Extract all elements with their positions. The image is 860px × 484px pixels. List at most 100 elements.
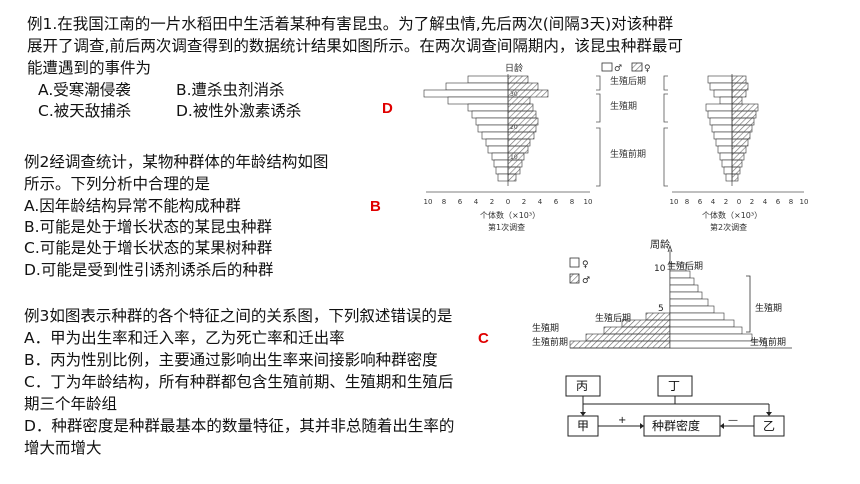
fig1-s1-bar-left [497,173,509,182]
fig1-s1-bar-right [507,75,529,84]
fig1-x-tick-left: 10 [584,198,593,206]
fig1-s2-bar-left [719,96,733,105]
fig1-x-tick-left: 10 [424,198,433,206]
q3-line-2: A．甲为出生率和迁入率，乙为死亡率和迁出率 [24,329,345,347]
fig1-s2-bar-left [709,117,733,126]
q3-line-7: 增大而增大 [24,439,102,457]
fig1-s1-bar-left [423,89,509,98]
fig1-s2-bar-right [731,117,755,126]
fig1-x-tick-left: 4 [538,198,543,206]
fig2-legend-female: ♀ [582,260,589,270]
fig1-s1-bar-right [507,117,539,126]
fig1-s2-bar-right [731,89,747,98]
figure1-population-pyramids: 日龄 ♂ ♀ 30 20 10 生殖后期 生殖期 生殖前期 30 20 1086… [423,62,809,232]
fig2-post-label-left: 生殖后期 [595,312,631,324]
fig1-x-tick-left: 2 [522,198,526,206]
fig1-s2-bar-left [707,75,733,84]
fig2-bar-male [603,326,671,335]
fig2-post-label: 生殖后期 [667,260,703,272]
q2-line-2: 所示。下列分析中合理的是 [24,175,211,193]
fig1-stage-pre: 生殖前期 [610,148,646,160]
q1-line-3: 能遭遇到的事件为 [27,59,152,77]
fig1-s2-bar-left [713,131,733,140]
fig2-repro-label: 生殖期 [755,302,782,314]
fig1-s1-bar-right [507,138,531,147]
fig1-legend-male-swatch [601,62,613,72]
fig1-s2-bar-left [711,124,733,133]
svg-text:丙: 丙 [576,379,588,393]
fig2-y-label: 周龄 [650,238,670,251]
fig2-bar-female [669,333,753,342]
fig1-s2-bar-right [731,152,745,161]
fig1-legend-female: ♀ [644,64,651,74]
fig1-s2-bar-right [731,166,741,175]
fig1-survey2-bars [705,75,759,182]
q1-answer: D [382,100,393,117]
q3-line-1: 例3如图表示种群的各个特征之间的关系图，下列叙述错误的是 [24,307,453,325]
fig1-s2-bar-right [731,124,753,133]
fig1-s2-bar-right [731,75,747,84]
fig1-s1-bar-left [495,166,509,175]
fig1-s2-bar-right [731,138,749,147]
fig1-legend-female-swatch [631,62,643,72]
fig1-s2-bar-left [707,110,733,119]
fig1-s2-bar-right [731,173,739,182]
fig1-s1-bar-left [447,96,509,105]
fig1-s1-bar-right [507,82,539,91]
fig1-s1-bar-left [445,82,509,91]
fig1-x-tick-right: 10 [670,198,679,206]
fig1-s1-bar-right [507,131,535,140]
q2-answer: B [370,198,381,215]
figure3-relationship-diagram: 丙 丁 甲 种群密度 乙 + — [565,375,785,437]
fig3-plus: + [618,415,626,426]
fig1-s2-bar-left [709,82,733,91]
q2-option-c: C.可能是处于增长状态的某果树种群 [24,239,273,257]
fig2-left-repro-label: 生殖期 [532,322,559,334]
fig1-x-label-left: 个体数（×10³） [480,210,540,220]
fig1-s1-bar-left [467,75,509,84]
fig1-x-label-right: 个体数（×10³） [702,210,762,220]
fig2-bars [569,263,767,349]
fig1-caption-left: 第1次调查 [488,222,525,232]
fig1-x-tick-left: 4 [474,198,479,206]
fig1-s1-bar-left [493,159,509,168]
fig1-s1-bar-right [507,152,525,161]
fig1-legend-male: ♂ [614,64,622,74]
fig1-x-tick-right: 4 [763,198,768,206]
fig1-s1-bar-left [481,131,509,140]
fig1-x-tick-right: 10 [800,198,809,206]
fig1-s2-bar-left [717,145,733,154]
fig1-s2-bar-right [731,159,743,168]
fig1-s1-bar-right [507,159,523,168]
q1-option-c: C.被天敌捕杀 [38,102,132,120]
fig1-s1-bar-right [507,173,517,182]
q1-line-2: 展开了调查,前后两次调查得到的数据统计结果如图所示。在两次调查间隔期内，该昆虫种… [27,37,683,55]
fig2-bar-male [585,333,671,342]
svg-text:种群密度: 种群密度 [652,418,700,433]
fig2-bar-male [569,340,671,349]
q3-line-4: C．丁为年龄结构，所有种群都包含生殖前期、生殖期和生殖后 [24,373,454,391]
fig1-caption-right: 第2次调查 [710,222,747,232]
fig2-bar-female [669,312,725,321]
fig1-s1-bar-left [475,117,509,126]
fig1-stage-post: 生殖后期 [610,75,646,87]
fig1-s1-bar-right [507,124,537,133]
fig1-s2-bar-left [705,103,733,112]
fig1-s1-bar-left [491,152,509,161]
q3-answer: C [478,330,489,347]
q3-line-5: 期三个年龄组 [24,395,118,413]
fig1-s1-bar-left [477,124,509,133]
fig1-x-tick-left: 6 [554,198,559,206]
fig1-x-tick-left: 8 [442,198,446,206]
q2-option-d: D.可能是受到性引诱剂诱杀后的种群 [24,261,274,279]
svg-text:乙: 乙 [763,419,775,433]
fig1-s2-bar-right [731,145,747,154]
svg-text:5: 5 [658,304,664,314]
fig1-s2-bar-right [731,103,759,112]
fig2-legend-female-swatch [569,257,580,268]
fig2-legend-male: ♂ [582,276,590,286]
fig2-bar-female [669,326,743,335]
fig3-minus: — [728,415,738,426]
fig1-x-tick-left: 8 [570,198,574,206]
